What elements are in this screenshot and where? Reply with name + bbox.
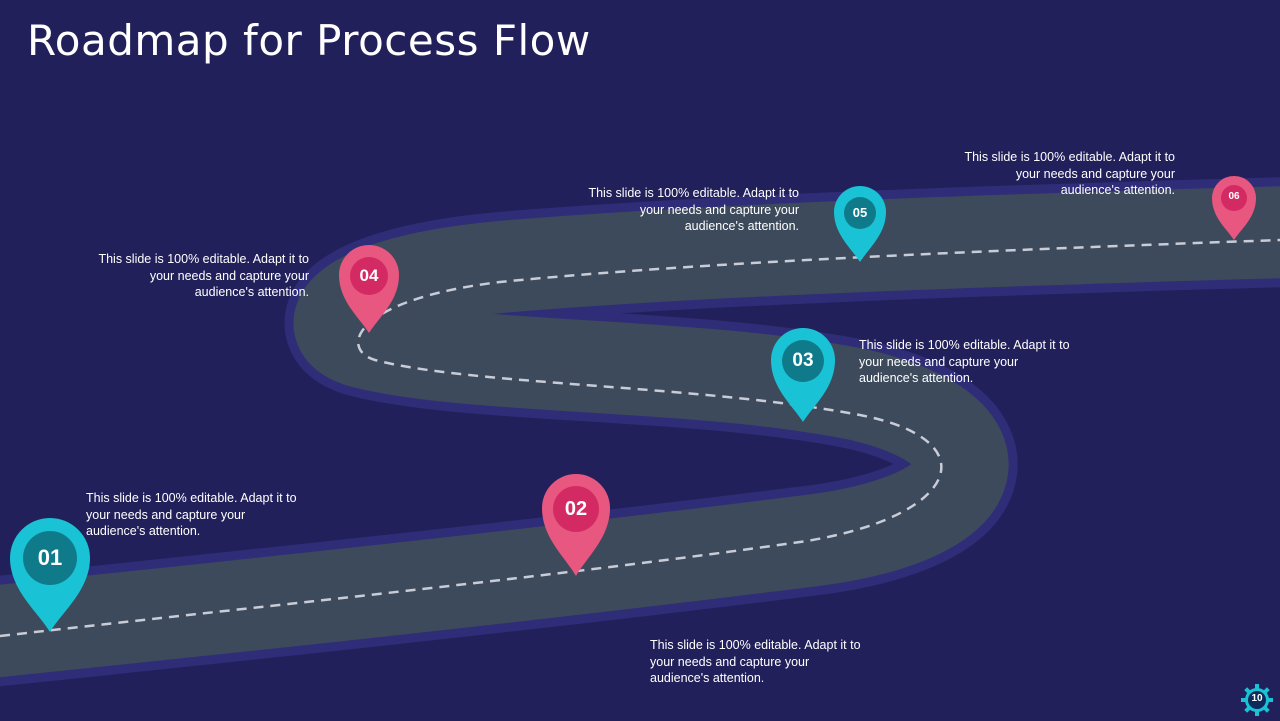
step-05-text: This slide is 100% editable. Adapt it to… (588, 186, 799, 233)
slide-title: Roadmap for Process Flow (27, 16, 591, 65)
step-01-marker: 01 (8, 516, 92, 634)
gear-icon (1241, 684, 1273, 716)
step-06-number: 06 (1228, 191, 1240, 202)
step-02-marker: 02 (540, 472, 612, 578)
step-01-text: This slide is 100% editable. Adapt it to… (86, 491, 297, 538)
step-02-text: This slide is 100% editable. Adapt it to… (650, 638, 861, 685)
map-pin-icon (1212, 176, 1256, 240)
step-03-text: This slide is 100% editable. Adapt it to… (859, 338, 1070, 385)
step-03-marker: 03 (769, 326, 837, 424)
map-pin-icon (10, 518, 90, 632)
step-05-marker: 05 (832, 184, 888, 264)
page-number-badge: 10 (1241, 684, 1273, 716)
page-number: 10 (1251, 693, 1263, 704)
step-04-text: This slide is 100% editable. Adapt it to… (98, 252, 309, 299)
map-pin-icon (339, 245, 399, 333)
step-04-marker: 04 (337, 243, 401, 335)
step-02-number: 02 (564, 498, 588, 520)
step-03-number: 03 (792, 350, 814, 371)
step-04-number: 04 (359, 266, 379, 285)
map-pin-icon (771, 328, 835, 422)
step-06-marker: 06 (1210, 174, 1258, 242)
map-pin-icon (542, 474, 610, 576)
step-01-number: 01 (37, 545, 63, 570)
step-06-text: This slide is 100% editable. Adapt it to… (964, 150, 1175, 197)
map-pin-icon (834, 186, 886, 262)
step-05-number: 05 (852, 205, 868, 220)
road-surface (0, 186, 1280, 678)
